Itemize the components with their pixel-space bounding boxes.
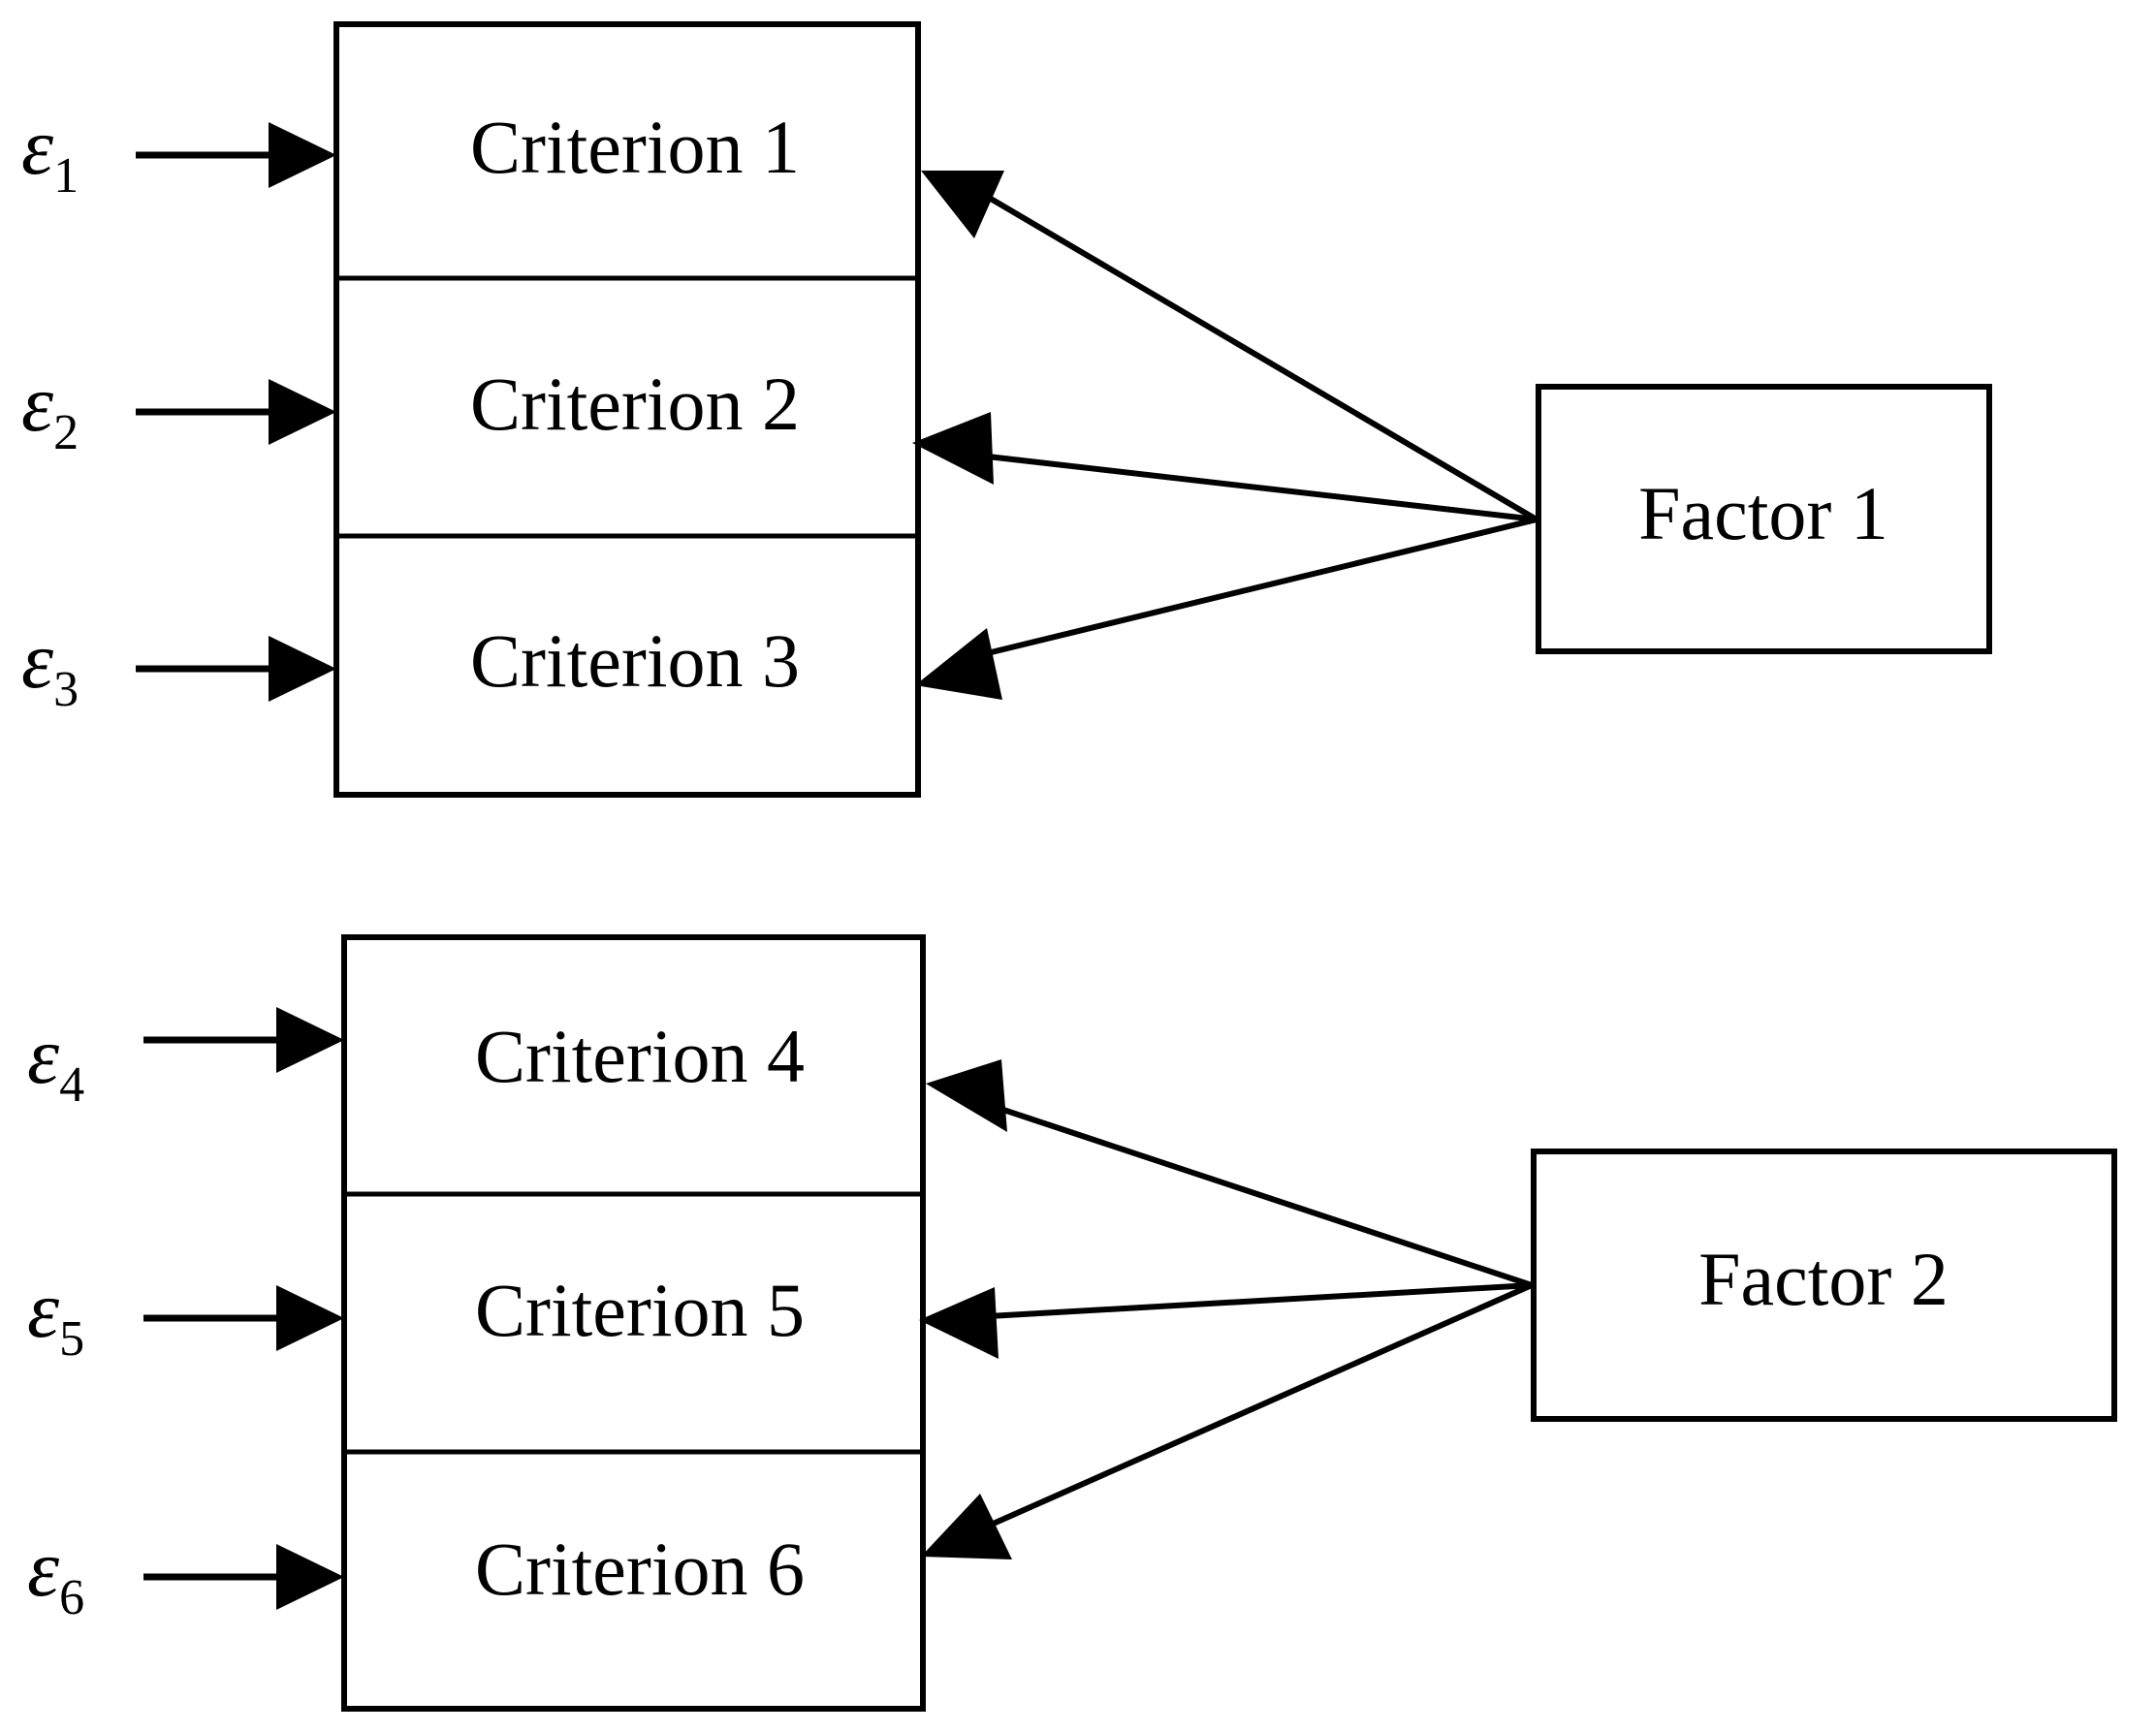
- factor-2-label: Factor 2: [1698, 1237, 1949, 1321]
- error-arrow-3: [136, 636, 336, 702]
- error-term-3: ε3: [21, 615, 79, 717]
- loading-arrow-f1-c3-head: [915, 628, 1002, 700]
- criterion-5-label: Criterion 5: [475, 1268, 805, 1352]
- loading-arrow-f1-c1-head: [921, 171, 1004, 238]
- error-arrow-6: [143, 1544, 344, 1610]
- error-term-6-subscript: 6: [59, 1570, 84, 1625]
- error-arrow-2: [136, 379, 336, 445]
- loading-arrow-f2-c5-head: [919, 1287, 999, 1359]
- criterion-2-label: Criterion 2: [470, 362, 800, 446]
- error-term-2: ε2: [21, 359, 79, 460]
- error-arrow-4: [143, 1007, 344, 1073]
- error-term-1-symbol: ε: [21, 102, 54, 192]
- error-term-4-symbol: ε: [27, 1011, 60, 1101]
- error-arrow-5: [143, 1285, 344, 1351]
- loading-arrow-f2-c6: [921, 1282, 1534, 1559]
- loading-arrow-f2-c5: [919, 1282, 1533, 1359]
- error-term-5: ε5: [27, 1265, 84, 1367]
- error-term-2-subscript: 2: [53, 405, 79, 460]
- error-term-1-subscript: 1: [53, 148, 79, 204]
- factor-1-label: Factor 1: [1638, 471, 1888, 555]
- factor-1-box: [1536, 384, 1992, 654]
- error-arrow-1-head: [269, 122, 336, 188]
- criterion-1-label: Criterion 1: [470, 105, 800, 189]
- factor-2-box: [1531, 1149, 2117, 1422]
- error-arrow-6-head: [276, 1544, 344, 1610]
- loading-arrow-f1-c1: [921, 171, 1538, 522]
- loading-arrow-f1-c3: [915, 517, 1538, 700]
- loading-arrow-f2-c6-head: [921, 1494, 1012, 1559]
- error-arrow-3-head: [269, 636, 336, 702]
- criterion-4-label: Criterion 4: [475, 1014, 805, 1098]
- criterion-3-label: Criterion 3: [470, 618, 800, 703]
- error-term-6-symbol: ε: [27, 1524, 60, 1614]
- error-arrow-5-head: [276, 1285, 344, 1351]
- error-term-5-subscript: 5: [59, 1311, 84, 1367]
- loading-arrow-f2-c4-head: [926, 1059, 1007, 1132]
- loading-arrow-f2-c4: [926, 1059, 1533, 1288]
- error-term-2-symbol: ε: [21, 359, 54, 449]
- loading-arrow-f1-c2-head: [912, 412, 994, 485]
- criterion-stack-bottom: [341, 934, 926, 1712]
- error-term-1: ε1: [21, 102, 79, 204]
- error-arrow-2-head: [269, 379, 336, 445]
- loading-arrow-f1-c2: [912, 412, 1538, 522]
- criterion-stack-top: [333, 21, 921, 798]
- error-term-4-subscript: 4: [59, 1057, 84, 1113]
- error-term-6: ε6: [27, 1524, 84, 1625]
- error-term-3-symbol: ε: [21, 615, 54, 706]
- error-term-4: ε4: [27, 1011, 84, 1113]
- error-arrow-1: [136, 122, 336, 188]
- error-arrow-4-head: [276, 1007, 344, 1073]
- criterion-6-label: Criterion 6: [475, 1527, 805, 1611]
- error-term-3-subscript: 3: [53, 662, 79, 717]
- error-term-5-symbol: ε: [27, 1265, 60, 1355]
